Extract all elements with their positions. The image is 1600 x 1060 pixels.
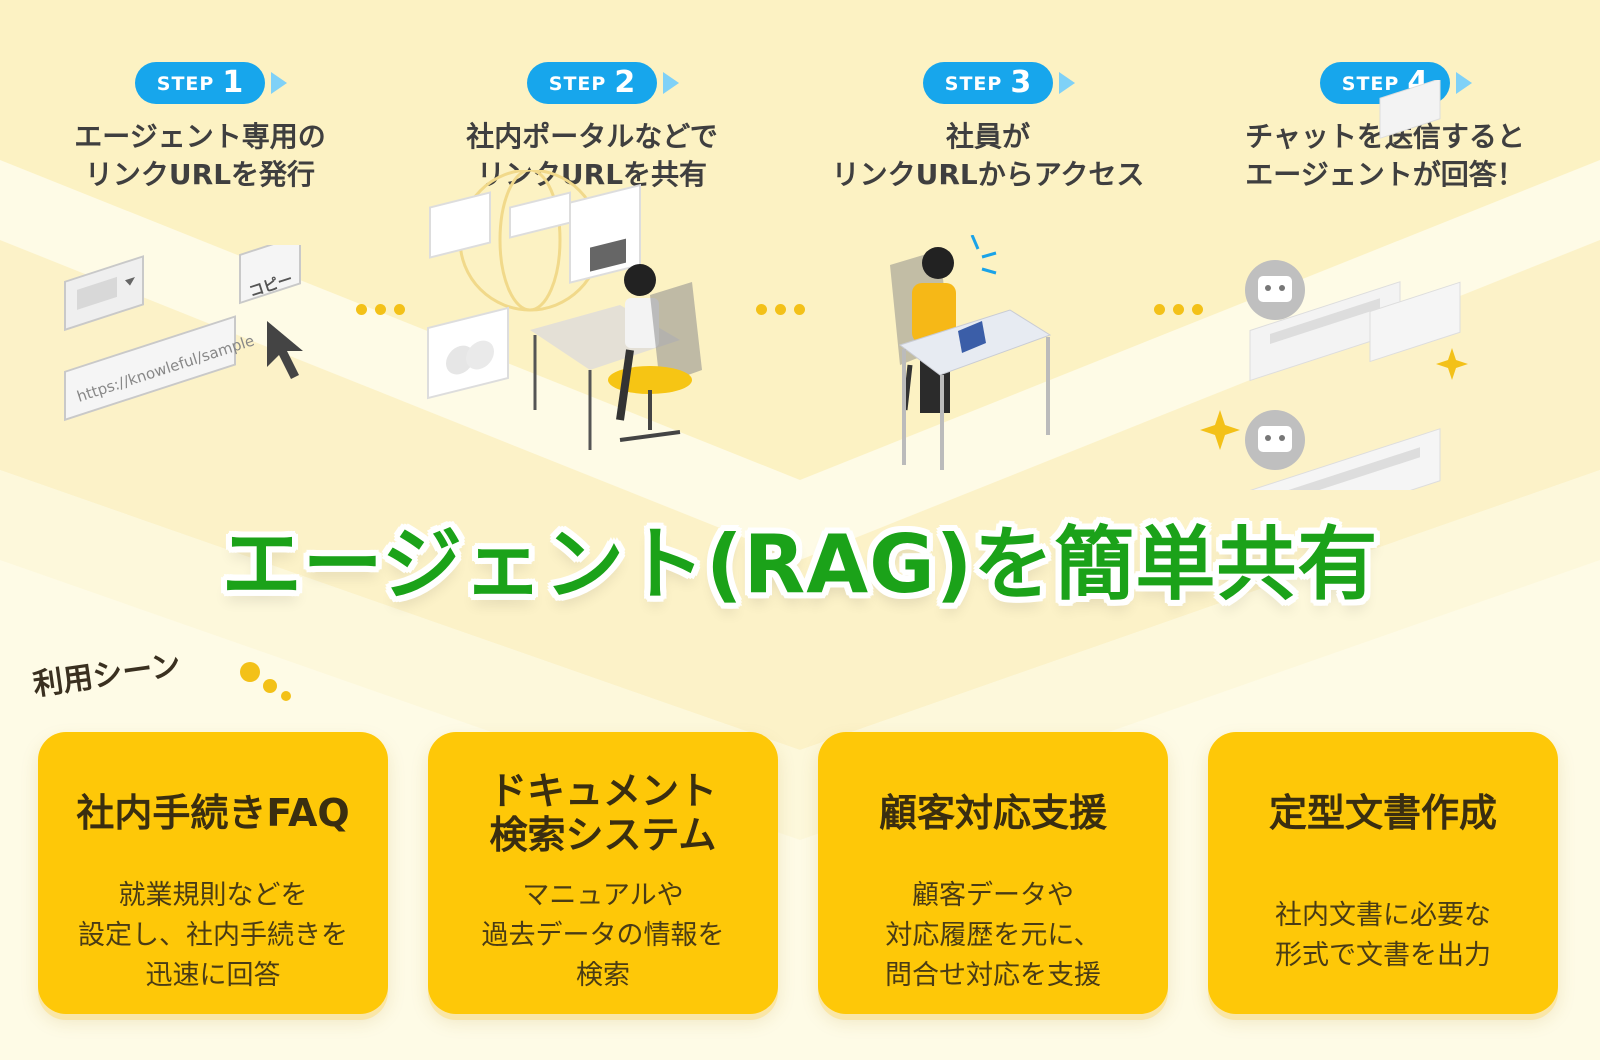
scene-card-document-creation: 定型文書作成 社内文書に必要な 形式で文書を出力 — [1208, 732, 1558, 1014]
arrow-right-icon — [1456, 72, 1473, 94]
card-description: 顧客データや 対応履歴を元に、 問合せ対応を支援 — [885, 880, 1101, 991]
arrow-right-icon — [1059, 72, 1076, 94]
laptop-icon — [958, 321, 986, 353]
step-text: 社内ポータルなどで リンクURLを共有 — [466, 120, 718, 191]
headline: エージェント(RAG)を簡単共有 — [221, 518, 1379, 611]
card-title: ドキュメント 検索システム — [488, 769, 717, 857]
scene-card-customer-support: 顧客対応支援 顧客データや 対応履歴を元に、 問合せ対応を支援 — [818, 732, 1168, 1014]
chatbot-illustration — [1200, 80, 1468, 490]
card-description: マニュアルや 過去データの情報を 検索 — [481, 880, 725, 991]
headline-container: エージェント(RAG)を簡単共有 — [0, 500, 1600, 616]
card-title: 社内手続きFAQ — [76, 791, 350, 835]
card-description: 社内文書に必要な 形式で文書を出力 — [1275, 900, 1491, 971]
cursor-icon — [267, 321, 303, 379]
arrow-right-icon — [663, 72, 680, 94]
step-text: 社員が リンクURLからアクセス — [831, 120, 1145, 191]
step-connector-dots — [1150, 300, 1207, 319]
card-title: 顧客対応支援 — [878, 791, 1107, 835]
portal-share-illustration — [427, 170, 702, 450]
step-connector-dots — [352, 300, 409, 319]
laptop-icon — [590, 238, 626, 272]
robot-icon — [1245, 410, 1305, 470]
robot-icon — [1245, 260, 1305, 320]
arrow-right-icon — [271, 72, 288, 94]
card-title: 定型文書作成 — [1268, 791, 1497, 835]
sparkle-icon — [1200, 410, 1240, 450]
decorative-dots — [240, 662, 291, 701]
card-description: 就業規則などを 設定し、社内手続きを 迅速に回答 — [78, 880, 348, 991]
scene-card-document-search: ドキュメント 検索システム マニュアルや 過去データの情報を 検索 — [428, 732, 778, 1014]
scene-card-faq: 社内手続きFAQ 就業規則などを 設定し、社内手続きを 迅速に回答 — [38, 732, 388, 1014]
sparkle-icon — [1436, 348, 1468, 380]
url-copy-illustration: https://knowleful/sample コピー — [64, 245, 303, 422]
dropdown-caret-icon — [125, 277, 135, 286]
step-connector-dots — [752, 300, 809, 319]
employee-access-illustration — [890, 235, 1052, 470]
step-text: エージェント専用の リンクURLを発行 — [74, 120, 326, 191]
